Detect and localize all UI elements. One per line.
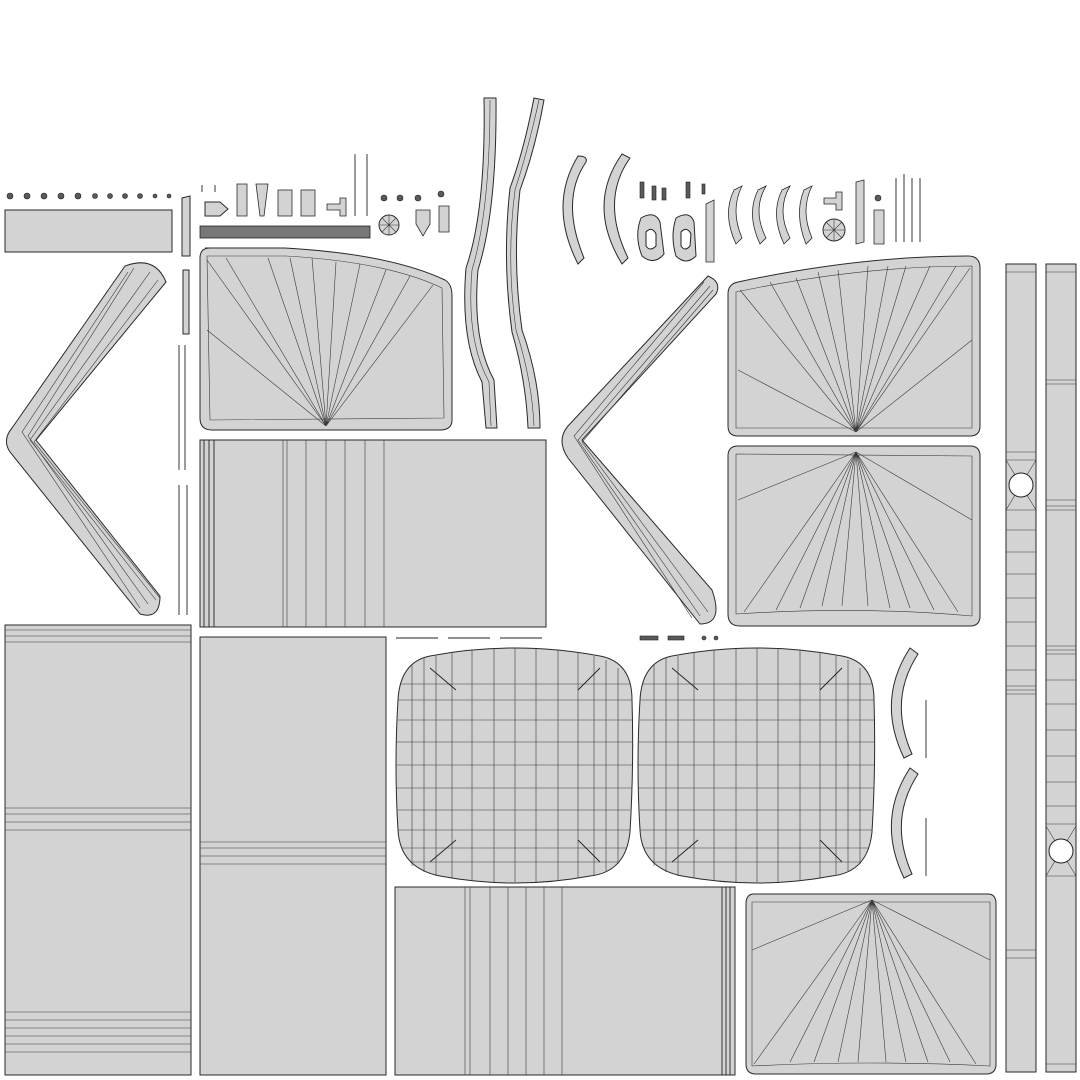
cap-parts-row — [201, 154, 368, 217]
curved-handle-1 — [562, 155, 587, 265]
backrest-island-3 — [727, 445, 981, 627]
cushion-island-1 — [395, 647, 634, 884]
curved-handle-2 — [603, 153, 631, 265]
round-parts — [378, 190, 450, 237]
armrest-island-right — [561, 275, 719, 625]
column-island-2 — [1045, 263, 1077, 1073]
arc-part-2 — [890, 767, 927, 879]
arc-part-1 — [890, 647, 927, 759]
column-island-1 — [1005, 263, 1037, 1073]
tiny-strips — [396, 635, 719, 641]
bracket-parts — [728, 174, 921, 245]
leg-island-1 — [464, 97, 498, 429]
cushion-island-2 — [637, 647, 876, 884]
dark-bar — [199, 225, 371, 239]
backrest-island-1 — [199, 247, 453, 431]
leg-island-2 — [505, 97, 545, 429]
seat-strip-panel-1 — [199, 439, 547, 628]
clip-parts — [637, 181, 715, 263]
seat-strip-panel-2 — [394, 886, 736, 1076]
tiny-parts-column — [178, 195, 191, 615]
armrest-island-left — [6, 262, 167, 616]
backrest-island-2 — [727, 255, 981, 437]
backrest-island-4 — [745, 893, 997, 1075]
panel-island-bottom-center-left — [199, 636, 387, 1076]
small-bolt-row — [6, 192, 172, 200]
strip-island-top-left — [4, 209, 173, 253]
panel-island-bottom-left — [4, 624, 192, 1076]
